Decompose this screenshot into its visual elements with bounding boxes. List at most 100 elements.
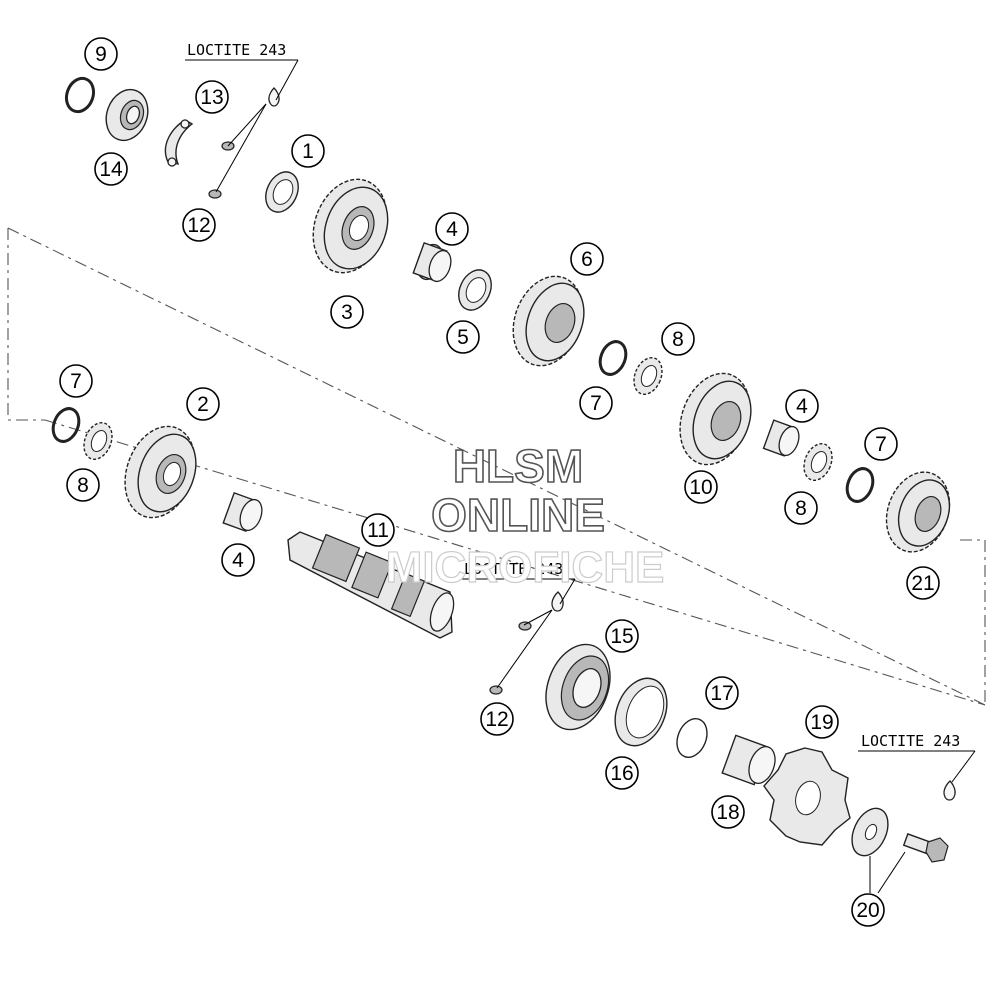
callout-c11: 11 [361, 513, 395, 547]
callout-c4c: 4 [785, 389, 819, 423]
washer-5 [458, 269, 492, 311]
callout-circle [94, 152, 128, 186]
callout-number: 20 [856, 899, 879, 922]
loctite-label-top: LOCTITE 243 [187, 41, 286, 59]
callout-c13: 13 [195, 80, 229, 114]
watermark-line-1: HLSM [453, 440, 583, 492]
callout-number: 6 [581, 248, 593, 271]
callout-number: 3 [341, 301, 353, 324]
callout-number: 12 [187, 214, 210, 237]
callout-circle [605, 756, 639, 790]
callout-c14: 14 [94, 152, 128, 186]
callout-c1: 1 [291, 134, 325, 168]
gear-21 [885, 471, 951, 553]
screw-12-top [208, 141, 235, 199]
splined-washer-8-left [83, 422, 113, 460]
callout-circle [851, 893, 885, 927]
assembly-boundary [7, 227, 986, 706]
callout-number: 14 [99, 158, 123, 181]
callout-number: 1 [302, 140, 314, 163]
screw-12-middle-a [518, 621, 532, 631]
leader-lines [185, 59, 976, 894]
callout-c15: 15 [605, 619, 639, 653]
callout-circle [446, 320, 480, 354]
callout-c17: 17 [705, 676, 739, 710]
sprocket-19 [763, 747, 851, 846]
loctite-drop-middle [551, 591, 564, 612]
spacer-18 [721, 734, 776, 786]
callout-number: 13 [200, 86, 223, 109]
callout-circle [605, 619, 639, 653]
callout-circle [186, 387, 220, 421]
splined-washer-8-middle [633, 357, 663, 395]
callout-number: 15 [610, 625, 633, 648]
gear-10 [679, 372, 752, 466]
callout-circle [291, 134, 325, 168]
retainer-bracket-13 [164, 119, 194, 167]
loctite-label-right: LOCTITE 243 [861, 732, 960, 750]
callout-circle [59, 364, 93, 398]
callout-circle [435, 212, 469, 246]
parts [51, 76, 956, 863]
callout-number: 17 [710, 682, 733, 705]
circlip-9 [64, 76, 96, 114]
callout-circle [361, 513, 395, 547]
callout-number: 2 [197, 393, 209, 416]
callout-circle [480, 702, 514, 736]
callout-c6: 6 [570, 242, 604, 276]
o-ring-17 [676, 718, 708, 758]
callout-circle [66, 468, 100, 502]
callout-number: 21 [911, 572, 934, 595]
bushing-4-left [222, 491, 263, 533]
callout-circle [785, 389, 819, 423]
bearing-14 [105, 88, 149, 142]
callout-circle [195, 80, 229, 114]
callout-c12b: 12 [480, 702, 514, 736]
watermark-line-3: MICROFICHE [386, 543, 665, 592]
gear-3 [312, 178, 389, 274]
callout-number: 18 [716, 801, 739, 824]
callout-circle [906, 566, 940, 600]
loctite-drop-top [268, 87, 280, 107]
callout-number: 11 [367, 519, 389, 542]
callout-number: 4 [796, 395, 808, 418]
circlip-7-left [51, 407, 81, 443]
callout-circle [221, 543, 255, 577]
shaft-11 [287, 531, 455, 639]
callout-number: 12 [485, 708, 508, 731]
gear-6 [512, 275, 585, 367]
callout-number: 8 [795, 497, 807, 520]
watermark-line-2: ONLINE [431, 489, 605, 541]
callout-circle [711, 795, 745, 829]
callout-circle [805, 705, 839, 739]
callout-circle [661, 322, 695, 356]
callout-number: 7 [70, 370, 82, 393]
callout-c12a: 12 [182, 208, 216, 242]
callout-c9: 9 [84, 37, 118, 71]
callout-circle [784, 491, 818, 525]
callout-c7a: 7 [579, 386, 613, 420]
callout-circle [705, 676, 739, 710]
callout-c8b: 8 [66, 468, 100, 502]
callout-c4b: 4 [221, 543, 255, 577]
callout-number: 8 [77, 474, 89, 497]
callout-c4a: 4 [435, 212, 469, 246]
callout-circle [570, 242, 604, 276]
callout-number: 8 [672, 328, 684, 351]
callout-number: 9 [95, 43, 107, 66]
seal-ring-16 [614, 677, 668, 747]
splined-washer-8-right [803, 443, 833, 481]
callout-c16: 16 [605, 756, 639, 790]
callout-c18: 18 [711, 795, 745, 829]
callout-c5: 5 [446, 320, 480, 354]
callout-number: 10 [689, 476, 712, 499]
loctite-label-middle: LOCTITE 243 [464, 560, 563, 578]
bushing-4-right [762, 419, 800, 457]
washer-20 [851, 807, 889, 857]
callout-number: 4 [446, 218, 458, 241]
callout-c7c: 7 [864, 427, 898, 461]
callout-number: 16 [610, 762, 633, 785]
callout-circle [84, 37, 118, 71]
